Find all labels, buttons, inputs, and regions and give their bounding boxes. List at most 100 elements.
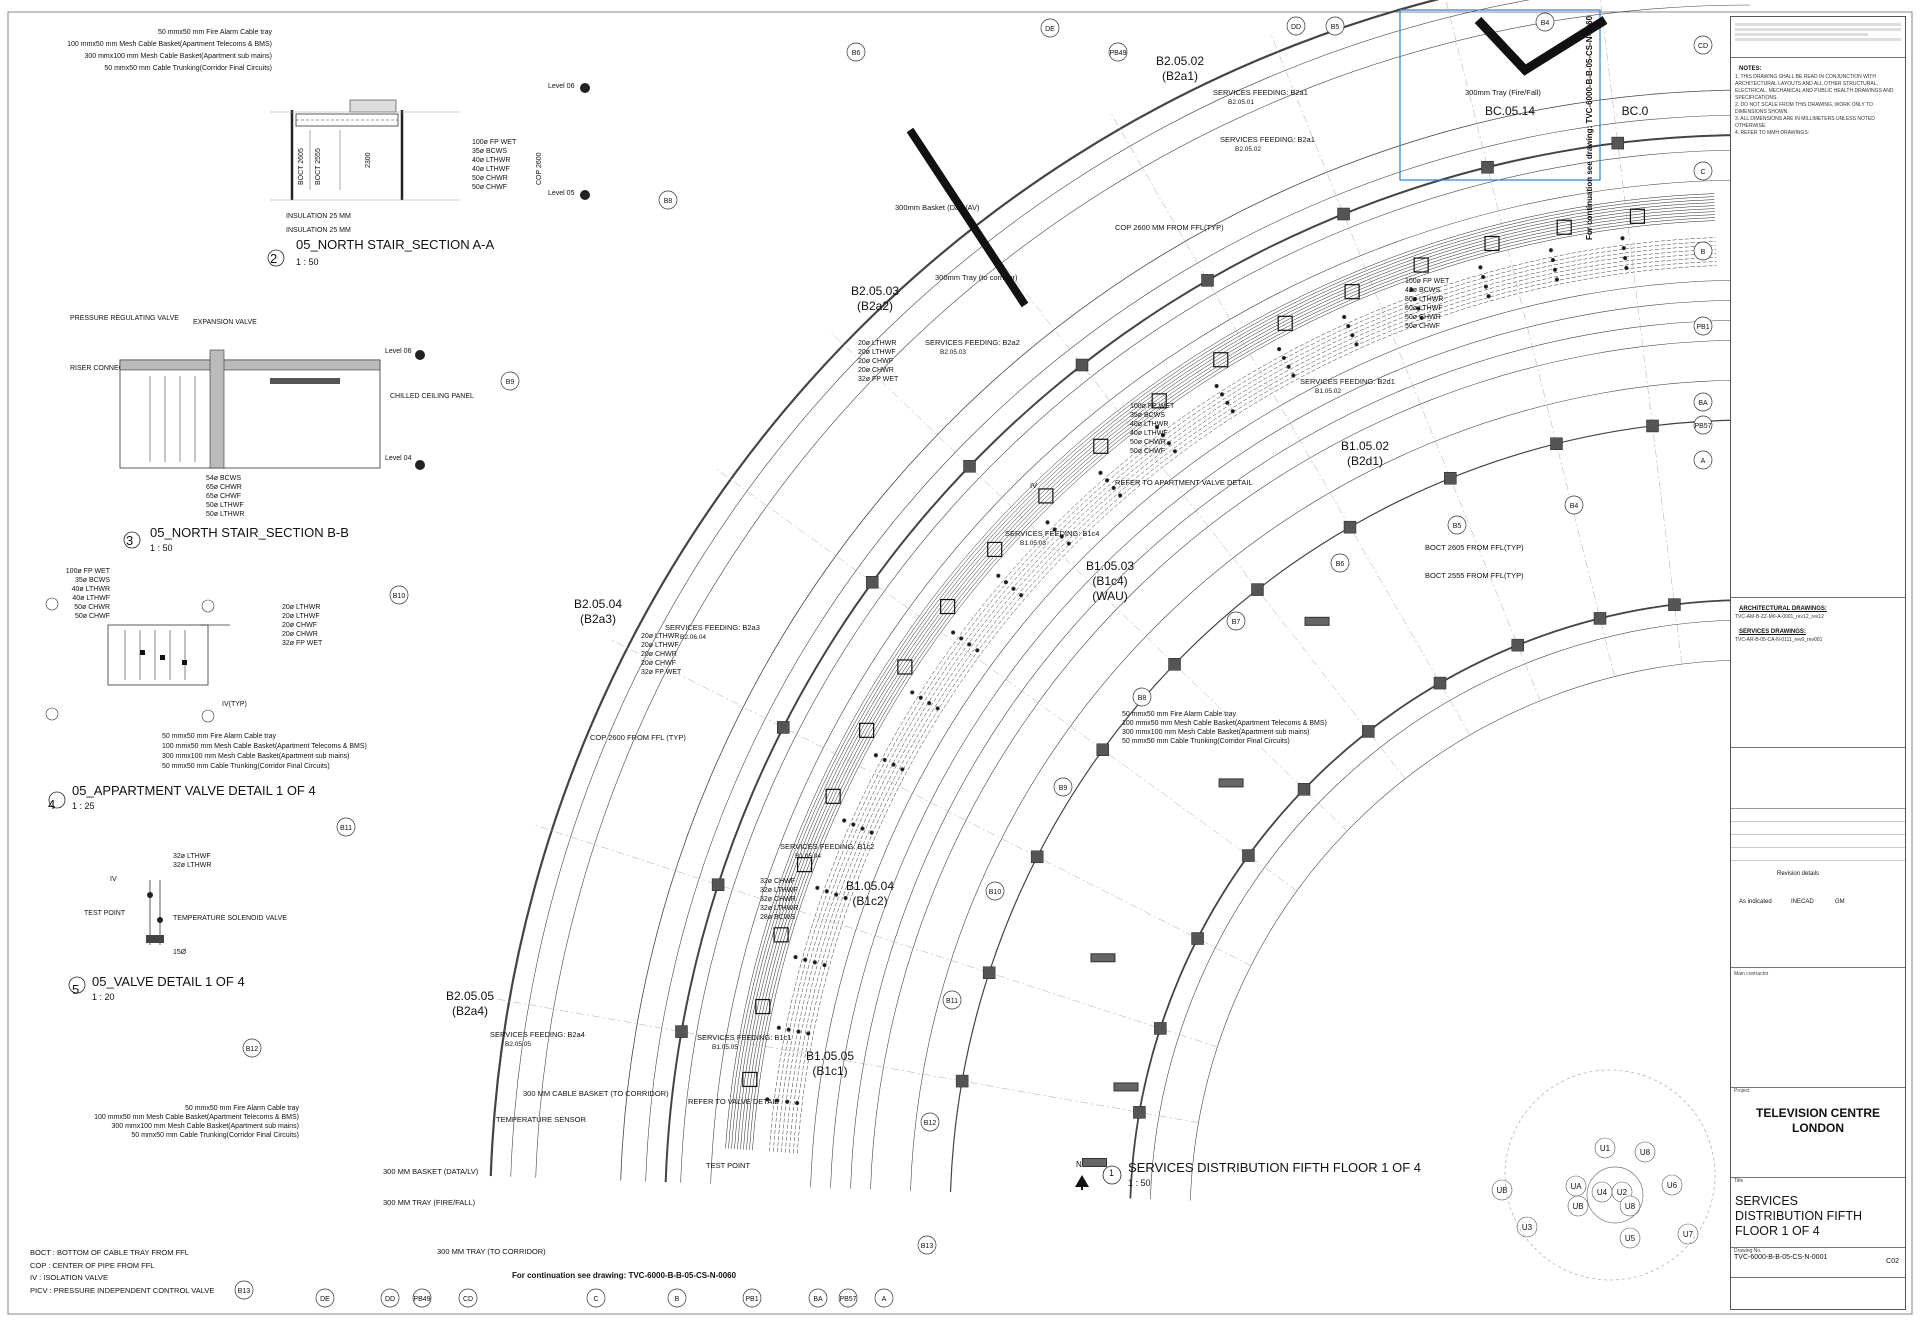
apt-valve-pipe-right: 20ø LTHWF: [282, 613, 320, 620]
grid-left-B8-bubble: [658, 190, 678, 210]
key-plan-unit: [1661, 1174, 1683, 1196]
cable-legend-detail4: 300 mmx100 mm Mesh Cable Basket(Apartmen…: [162, 753, 350, 760]
callout-text: 300mm Basket (Data/AV): [895, 203, 980, 212]
pipe-label: 40ø LTHWF: [1130, 430, 1168, 437]
room-sub: (B1c2): [852, 894, 887, 908]
detail-4-name: 05_APPARTMENT VALVE DETAIL 1 OF 4: [72, 783, 316, 798]
valve-dot: [776, 1025, 781, 1030]
grid-top-B4: B4: [1541, 20, 1550, 27]
pipe-label: 20ø CHWF: [858, 358, 893, 365]
column: [1433, 676, 1447, 690]
riser-outline: [1399, 9, 1601, 181]
pipe-label: 32ø LTHWF: [760, 887, 798, 894]
valve-dot: [910, 690, 915, 695]
services-feeding-code: B1.05.02: [1315, 388, 1341, 395]
valve-dot: [1342, 314, 1347, 320]
drawing-label: Drawing No.: [1734, 1248, 1762, 1254]
valve-box: [1151, 393, 1167, 409]
pipe-label: 100ø FP WET: [1130, 403, 1175, 410]
valve-dot: [842, 818, 847, 823]
valve-box: [796, 857, 813, 873]
key-plan-label: U6: [1667, 1181, 1678, 1190]
apt-valve-pipe-right: 20ø LTHWR: [282, 604, 320, 611]
grid-arc-B12-bubble: [920, 1112, 940, 1132]
valve-dot: [1550, 257, 1556, 263]
disclaimer-section: [1731, 17, 1905, 57]
valve-detail-drawing: [68, 880, 164, 994]
section-bb-pipe: 65ø CHWR: [206, 484, 242, 491]
valve-dot: [822, 962, 827, 968]
callout-text: TEST POINT: [706, 1161, 750, 1170]
valve-box: [897, 659, 913, 675]
pipe-label: 20ø LTHWR: [641, 633, 679, 640]
grid-line: [829, 330, 1348, 832]
cable-legend-detail2: 50 mmx50 mm Cable Trunking(Corridor Fina…: [104, 65, 272, 72]
grid-top-PB49-bubble: [1108, 42, 1128, 62]
grid-bottom-C: C: [593, 1296, 598, 1303]
valve-dot: [824, 889, 829, 894]
key-plan-label: U7: [1683, 1230, 1694, 1239]
plan-arc: [680, 149, 1751, 1183]
section-aa-pipe: 50ø CHWR: [472, 175, 508, 182]
grid-bottom-DD-bubble: [380, 1288, 400, 1308]
grid-top-DD: DD: [1291, 24, 1301, 31]
room-code: B1.05.02: [1341, 439, 1389, 453]
room-code: B1.05.04: [846, 879, 894, 893]
grid-top-DE: DE: [1045, 26, 1055, 33]
valve-dot: [843, 895, 848, 901]
title-block: NOTES: 1. THIS DRAWING SHALL BE READ IN …: [1730, 16, 1906, 1310]
grid-bottom-BA: BA: [813, 1296, 823, 1303]
services-feeding-code: B2.05.05: [505, 1041, 531, 1048]
pipe-label: 28ø BCWS: [760, 914, 795, 921]
apt-valve-pipe-right: 20ø CHWF: [282, 622, 317, 629]
section-aa-insulation: INSULATION 25 MM: [286, 227, 351, 234]
plan-arc: [793, 261, 1717, 1154]
valve-dot: [1621, 246, 1626, 251]
grid-bottom-A: A: [882, 1296, 887, 1303]
grid-line: [1109, 111, 1471, 736]
section-bb-drawing: [119, 349, 425, 549]
valve-dot: [873, 753, 878, 758]
detail-3-number: 3: [126, 533, 134, 548]
callout-text: 300 MM CABLE BASKET (TO CORRIDOR): [523, 1089, 669, 1098]
valve-detail-test-point: TEST POINT: [84, 910, 126, 917]
section-aa-pipe: 35ø BCWS: [472, 148, 507, 155]
grid-left-B13-bubble: [234, 1280, 254, 1300]
grid-right-C-bubble: [1693, 161, 1713, 181]
column: [1337, 207, 1350, 221]
column: [1646, 419, 1659, 433]
serv-ref: TVC-AR-B-05-CA-N-0111_rev0_rev001: [1735, 637, 1823, 643]
cable-legend-detail4: 50 mmx50 mm Fire Alarm Cable tray: [162, 733, 276, 740]
column: [1611, 136, 1625, 150]
apt-valve-pipe-left: 40ø LTHWF: [72, 595, 110, 602]
grid-right-PB57-bubble: [1693, 415, 1713, 435]
apt-valve-pipe-left: 40ø LTHWR: [72, 586, 110, 593]
cable-legend-detail4: 50 mmx50 mm Cable Trunking(Corridor Fina…: [162, 763, 330, 770]
grid-arc-B10: B10: [989, 889, 1002, 896]
grid-right-BA: BA: [1698, 400, 1708, 407]
floor-plan: [489, 0, 1751, 1201]
key-plan-unit: [1634, 1141, 1656, 1163]
detail-3-scale: 1 : 50: [150, 543, 173, 553]
grid-arc-B5: B5: [1453, 523, 1462, 530]
detail-2-scale: 1 : 50: [296, 257, 319, 267]
valve-box: [1038, 488, 1054, 504]
title-label: Title: [1734, 1178, 1744, 1184]
pipe-label: 20ø CHWR: [858, 367, 894, 374]
cable-legend-plan: 50 mmx50 mm Cable Trunking(Corridor Fina…: [1122, 738, 1290, 745]
column: [1444, 472, 1457, 485]
grid-arc-B5-bubble: [1447, 515, 1467, 535]
north-label: N: [1076, 1160, 1082, 1169]
valve-dot: [793, 954, 798, 960]
valve-dot: [1160, 433, 1166, 438]
column: [955, 1074, 969, 1088]
grid-right-A: A: [1701, 458, 1706, 465]
valve-dot: [1098, 470, 1103, 475]
services-feeding-label: SERVICES FEEDING: B1c2: [780, 842, 874, 851]
section-aa-dim: BOCT 2605: [298, 148, 305, 185]
grid-arc-B4: B4: [1570, 503, 1579, 510]
valve-dot: [1018, 593, 1024, 598]
column: [1668, 598, 1681, 611]
column: [1362, 725, 1375, 738]
